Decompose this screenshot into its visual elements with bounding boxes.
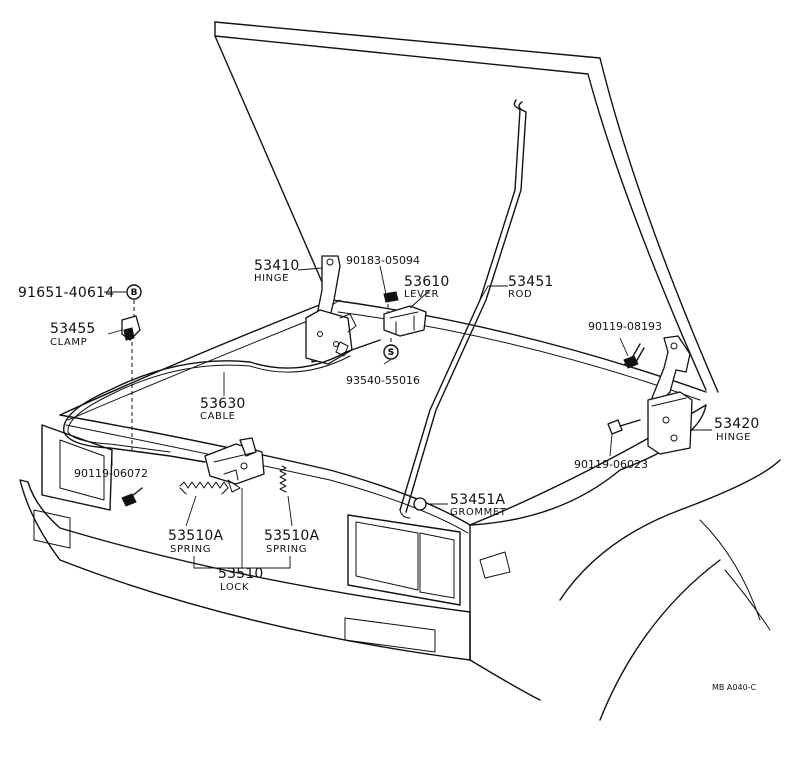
clip-91651 [126,284,142,300]
label-p3: 53410 HINGE [254,258,300,284]
part-number: 53610 [404,274,450,290]
release-cable [63,339,381,463]
label-p6: 53451 ROD [508,274,554,300]
part-number: 90119-06023 [574,458,648,471]
label-p14: 53510A SPRING [168,528,224,555]
clamp-part [121,315,141,341]
label-p8: 53630 CABLE [200,396,246,422]
part-name: HINGE [254,273,289,284]
part-name: ROD [508,289,532,300]
label-p7: 93540-55016 S [346,348,420,387]
part-number: 53420 [714,416,760,432]
lever-part [383,305,427,337]
part-number: 90119-08193 [588,320,662,333]
hinge-left-part [305,255,357,365]
label-p13: 53451A GROMMET [450,492,507,518]
part-name: HINGE [716,432,751,443]
hood-panel [214,21,719,393]
part-number: 53410 [254,258,300,274]
label-p4: 90183-05094 [346,254,420,267]
part-number: 91651-40614 [18,285,114,301]
spring-right [279,465,287,493]
label-p10: 53420 HINGE [714,416,760,443]
hood-lock-assembly [204,437,265,493]
part-number: 53630 [200,396,246,412]
spring-left [179,481,229,495]
nut-90183 [383,291,399,303]
svg-text:S: S [388,348,394,358]
label-p9: 90119-08193 [588,320,662,333]
label-p12: 90119-06072 [74,467,148,480]
bolt-90119-06023 [607,419,641,435]
part-number: 53510 [218,566,264,582]
part-number: 53451A [450,492,506,508]
grommet-part [413,497,427,511]
label-p16: 53510 LOCK [218,566,264,593]
part-number: 53510A [168,528,224,544]
car-body [19,299,781,721]
label-p2: 53455 CLAMP [50,321,96,348]
support-rod [399,99,527,519]
bolt-90119-08193 [623,343,645,369]
part-name: GROMMET [450,507,507,518]
label-p15: 53510A SPRING [264,528,320,555]
label-p1: 91651-40614 B [18,285,138,301]
clip-symbol-icon: S [388,348,394,358]
part-number: 53455 [50,321,96,337]
part-name: SPRING [170,544,211,555]
part-number: 53510A [264,528,320,544]
part-name: CLAMP [50,337,87,348]
part-name: LEVER [404,289,439,300]
clip-symbol-icon: B [131,288,138,298]
part-name: CABLE [200,411,236,422]
figure-code: MB A040-C [712,683,757,692]
part-number: 53451 [508,274,554,290]
hinge-right-part [647,335,693,455]
part-number: 90119-06072 [74,467,148,480]
label-p11: 90119-06023 [574,458,648,471]
part-number: 90183-05094 [346,254,420,267]
part-name: LOCK [220,582,249,593]
part-name: SPRING [266,544,307,555]
label-p5: 53610 LEVER [404,274,450,300]
bolt-90119-06072 [121,487,143,507]
part-number: 93540-55016 [346,374,420,387]
